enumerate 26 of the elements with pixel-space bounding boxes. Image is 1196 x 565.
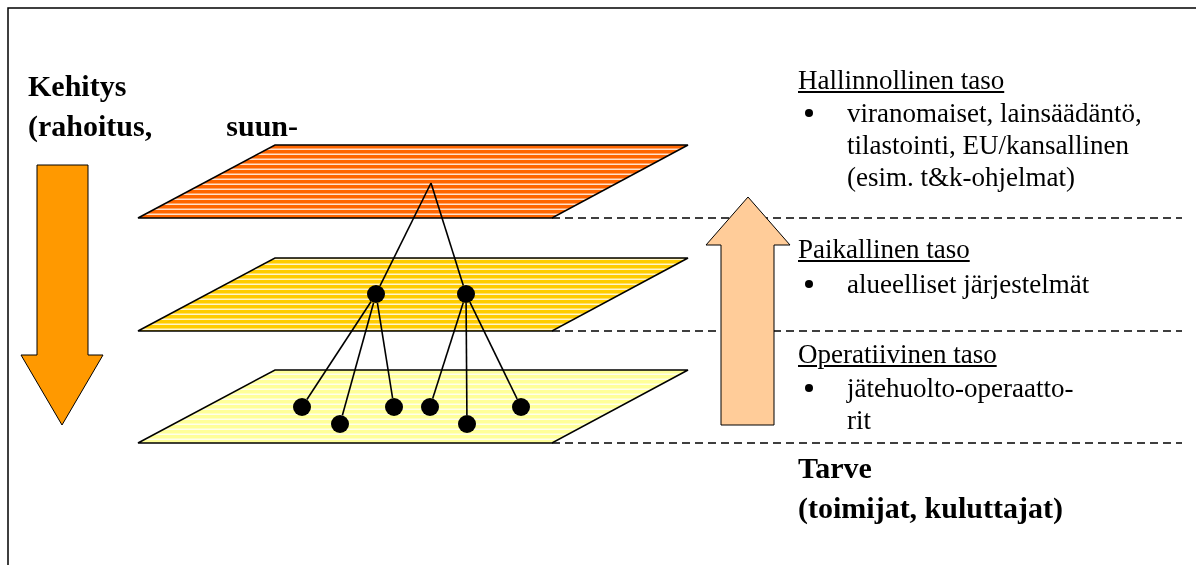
node-dot bbox=[512, 398, 530, 416]
connector-line bbox=[465, 302, 468, 416]
layer-plane bbox=[137, 257, 689, 332]
connector-line bbox=[379, 182, 432, 287]
connector-line bbox=[430, 182, 465, 287]
node-dot bbox=[293, 398, 311, 416]
bullet-text: alueelliset järjestelmät bbox=[847, 268, 1091, 300]
heading-text: (toimijat, kuluttajat) bbox=[798, 490, 1063, 526]
node-dot bbox=[421, 398, 439, 416]
bullet-text: jätehuolto-operaatto- rit bbox=[847, 372, 1075, 436]
bullet-text: viranomaiset, lainsäädäntö, tilastointi, EU/kansallinen (esim. t&k-ohjelmat) bbox=[847, 97, 1143, 193]
level-title: Paikallinen taso bbox=[798, 233, 970, 265]
level-title: Hallinnollinen taso bbox=[798, 64, 1005, 96]
node-dot bbox=[457, 285, 475, 303]
layer-plane bbox=[137, 144, 689, 219]
level-title: Operatiivinen taso bbox=[798, 338, 997, 370]
heading-text: Kehitys bbox=[28, 68, 127, 104]
connector-line bbox=[341, 301, 375, 417]
node-dot bbox=[385, 398, 403, 416]
layer-plane bbox=[137, 369, 689, 444]
node-dot bbox=[367, 285, 385, 303]
heading-text: Tarve bbox=[798, 450, 872, 486]
node-dot bbox=[458, 415, 476, 433]
node-dot bbox=[331, 415, 349, 433]
connector-line bbox=[376, 302, 394, 399]
heading-text: (rahoitus, suun- bbox=[28, 108, 298, 144]
